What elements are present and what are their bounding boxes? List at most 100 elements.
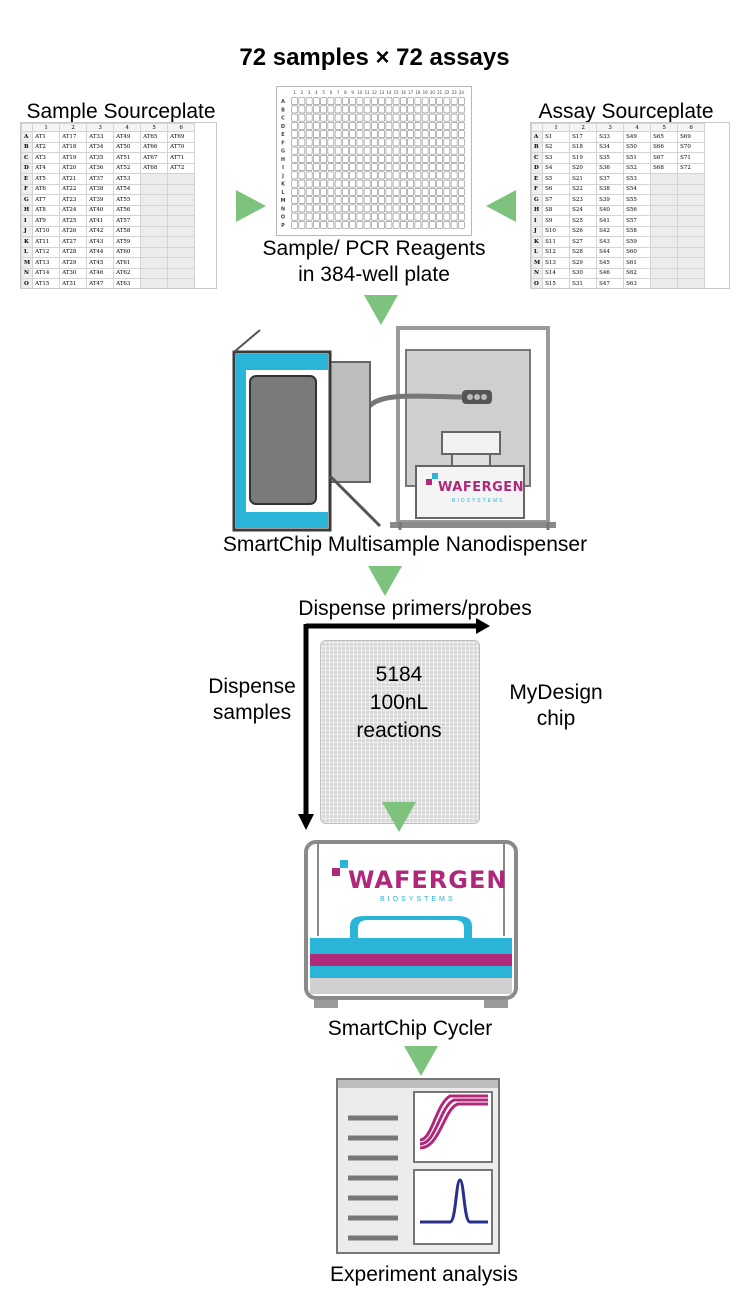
table-cell[interactable]: S50 — [623, 141, 652, 153]
row-header[interactable]: J — [531, 225, 544, 237]
row-header[interactable]: M — [531, 257, 544, 269]
table-cell[interactable]: AT27 — [59, 236, 88, 248]
table-cell[interactable]: AT57 — [113, 215, 142, 227]
row-header[interactable]: C — [21, 152, 34, 164]
table-cell[interactable] — [650, 236, 679, 248]
table-cell[interactable]: S54 — [623, 183, 652, 195]
table-cell[interactable]: S17 — [569, 131, 598, 143]
table-cell[interactable]: S70 — [677, 141, 706, 153]
table-cell[interactable] — [140, 183, 169, 195]
row-header[interactable]: I — [531, 215, 544, 227]
table-cell[interactable]: AT70 — [167, 141, 196, 153]
row-header[interactable]: B — [21, 141, 34, 153]
table-cell[interactable] — [650, 204, 679, 216]
table-cell[interactable]: S39 — [596, 194, 625, 206]
row-header[interactable]: F — [21, 183, 34, 195]
table-cell[interactable] — [167, 183, 196, 195]
row-header[interactable]: L — [21, 246, 34, 258]
table-cell[interactable]: S56 — [623, 204, 652, 216]
table-cell[interactable]: AT5 — [32, 173, 61, 185]
table-cell[interactable]: AT29 — [59, 257, 88, 269]
table-cell[interactable]: AT72 — [167, 162, 196, 174]
table-cell[interactable]: AT47 — [86, 278, 115, 288]
table-cell[interactable] — [650, 215, 679, 227]
table-cell[interactable] — [677, 183, 706, 195]
table-cell[interactable]: S60 — [623, 246, 652, 258]
table-cell[interactable]: AT19 — [59, 152, 88, 164]
table-cell[interactable]: S58 — [623, 225, 652, 237]
table-cell[interactable]: S68 — [650, 162, 679, 174]
table-cell[interactable]: AT65 — [140, 131, 169, 143]
table-cell[interactable]: AT13 — [32, 257, 61, 269]
table-cell[interactable]: S27 — [569, 236, 598, 248]
column-header[interactable]: 6 — [677, 123, 706, 132]
column-header[interactable]: 1 — [32, 123, 61, 132]
table-cell[interactable]: AT3 — [32, 152, 61, 164]
table-cell[interactable]: AT62 — [113, 267, 142, 279]
table-cell[interactable] — [677, 236, 706, 248]
table-cell[interactable]: AT45 — [86, 257, 115, 269]
table-cell[interactable] — [650, 173, 679, 185]
table-cell[interactable]: S55 — [623, 194, 652, 206]
table-cell[interactable]: AT44 — [86, 246, 115, 258]
table-cell[interactable]: S72 — [677, 162, 706, 174]
table-cell[interactable]: S31 — [569, 278, 598, 288]
table-cell[interactable]: S69 — [677, 131, 706, 143]
table-cell[interactable]: S49 — [623, 131, 652, 143]
table-cell[interactable]: S26 — [569, 225, 598, 237]
table-cell[interactable] — [677, 267, 706, 279]
table-cell[interactable]: S11 — [542, 236, 571, 248]
table-cell[interactable]: S28 — [569, 246, 598, 258]
table-cell[interactable]: AT52 — [113, 162, 142, 174]
table-cell[interactable]: S8 — [542, 204, 571, 216]
row-header[interactable]: D — [531, 162, 544, 174]
table-cell[interactable]: S66 — [650, 141, 679, 153]
table-cell[interactable] — [140, 173, 169, 185]
table-cell[interactable]: S57 — [623, 215, 652, 227]
table-cell[interactable]: AT59 — [113, 236, 142, 248]
table-cell[interactable]: S59 — [623, 236, 652, 248]
table-cell[interactable]: AT68 — [140, 162, 169, 174]
table-cell[interactable]: S35 — [596, 152, 625, 164]
table-cell[interactable]: AT54 — [113, 183, 142, 195]
table-cell[interactable]: AT39 — [86, 194, 115, 206]
column-header[interactable]: 4 — [623, 123, 652, 132]
table-cell[interactable] — [167, 246, 196, 258]
table-cell[interactable]: S20 — [569, 162, 598, 174]
table-cell[interactable]: AT7 — [32, 194, 61, 206]
table-cell[interactable]: S19 — [569, 152, 598, 164]
table-cell[interactable] — [167, 278, 196, 288]
column-header[interactable]: 5 — [140, 123, 169, 132]
table-cell[interactable]: AT30 — [59, 267, 88, 279]
table-cell[interactable]: AT34 — [86, 141, 115, 153]
table-cell[interactable]: S53 — [623, 173, 652, 185]
column-header[interactable]: 1 — [542, 123, 571, 132]
table-cell[interactable] — [677, 246, 706, 258]
table-cell[interactable]: S37 — [596, 173, 625, 185]
table-cell[interactable]: AT18 — [59, 141, 88, 153]
row-header[interactable]: H — [21, 204, 34, 216]
table-cell[interactable]: S21 — [569, 173, 598, 185]
table-cell[interactable]: AT26 — [59, 225, 88, 237]
table-cell[interactable]: AT1 — [32, 131, 61, 143]
table-cell[interactable]: S3 — [542, 152, 571, 164]
table-cell[interactable]: AT53 — [113, 173, 142, 185]
table-cell[interactable]: AT51 — [113, 152, 142, 164]
table-cell[interactable]: AT38 — [86, 183, 115, 195]
table-cell[interactable]: S52 — [623, 162, 652, 174]
table-cell[interactable]: S67 — [650, 152, 679, 164]
table-cell[interactable]: AT33 — [86, 131, 115, 143]
table-cell[interactable]: S29 — [569, 257, 598, 269]
table-cell[interactable]: AT40 — [86, 204, 115, 216]
table-cell[interactable] — [677, 257, 706, 269]
table-cell[interactable] — [677, 173, 706, 185]
table-cell[interactable]: S25 — [569, 215, 598, 227]
table-cell[interactable] — [650, 225, 679, 237]
table-cell[interactable]: AT21 — [59, 173, 88, 185]
table-cell[interactable]: AT10 — [32, 225, 61, 237]
table-cell[interactable]: S5 — [542, 173, 571, 185]
table-cell[interactable]: S71 — [677, 152, 706, 164]
table-cell[interactable]: S1 — [542, 131, 571, 143]
table-cell[interactable] — [167, 173, 196, 185]
row-header[interactable]: J — [21, 225, 34, 237]
